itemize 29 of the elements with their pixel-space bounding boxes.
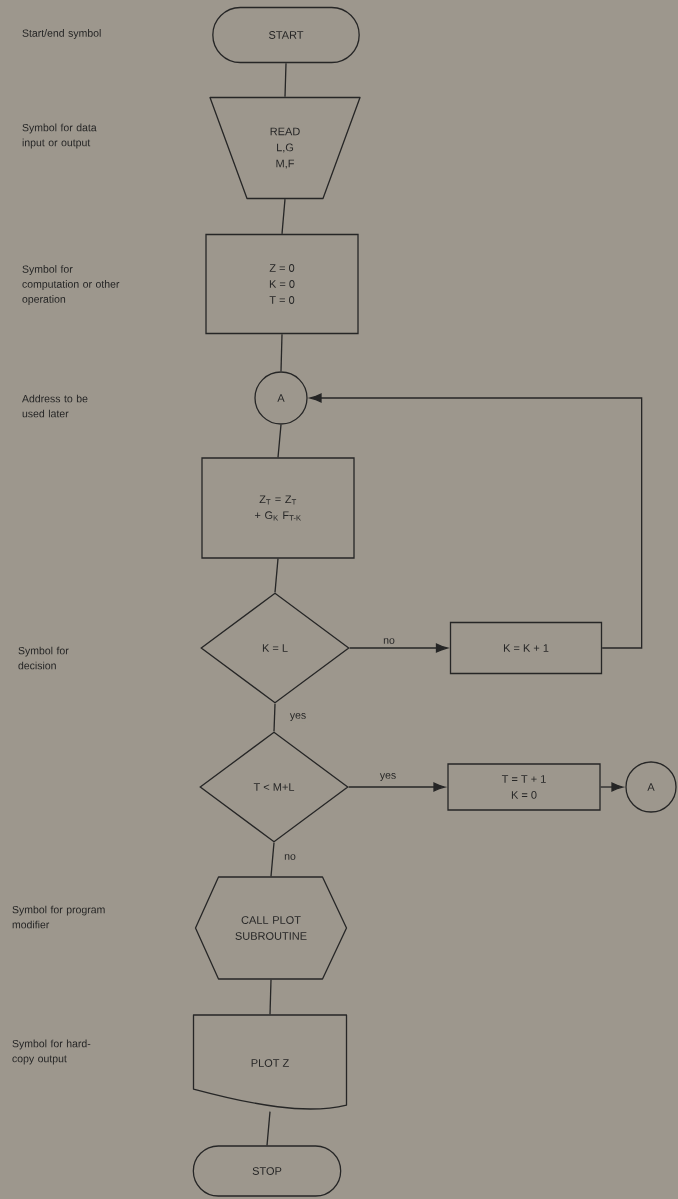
connector-line	[600, 782, 624, 792]
edge-label: no	[382, 637, 396, 645]
connector-line	[281, 198, 286, 235]
connector-line	[269, 979, 272, 1015]
side-label: Start/end symbol	[22, 29, 101, 39]
process-box: Z$_{T}$ = Z$_{T}$ + G$_{K}$ F$_{T-K}$	[201, 457, 355, 559]
side-label: Symbol for hard-copy output	[12, 1039, 91, 1065]
process-box: K = K + 1	[449, 621, 603, 675]
connector-line	[284, 62, 287, 98]
connector-line	[309, 393, 643, 649]
connector-line	[266, 1111, 271, 1146]
connector-line	[274, 558, 279, 593]
connector-line	[270, 842, 275, 877]
side-label: Symbol for program modifier	[12, 905, 105, 929]
edge-label: yes	[288, 712, 308, 722]
process-box: Z = 0 K = 0 T = 0	[205, 233, 359, 335]
side-label: Symbol for decision	[18, 646, 69, 670]
process-box: T = T + 1 K = 0	[447, 763, 601, 811]
edge-label: no	[283, 853, 297, 861]
preparation-hexagon: CALL PLOT SUBROUTINE	[194, 876, 348, 980]
connector-line	[277, 424, 282, 458]
side-label: Address to be used later	[22, 394, 88, 418]
connector-line	[280, 333, 283, 372]
side-label: Symbol for computation or other operation	[22, 265, 120, 305]
edge-label: yes	[378, 772, 398, 782]
connector-line	[349, 643, 448, 653]
connector-line	[273, 703, 276, 732]
connector-line	[348, 782, 446, 792]
side-label: Symbol for data input or output	[22, 123, 97, 149]
